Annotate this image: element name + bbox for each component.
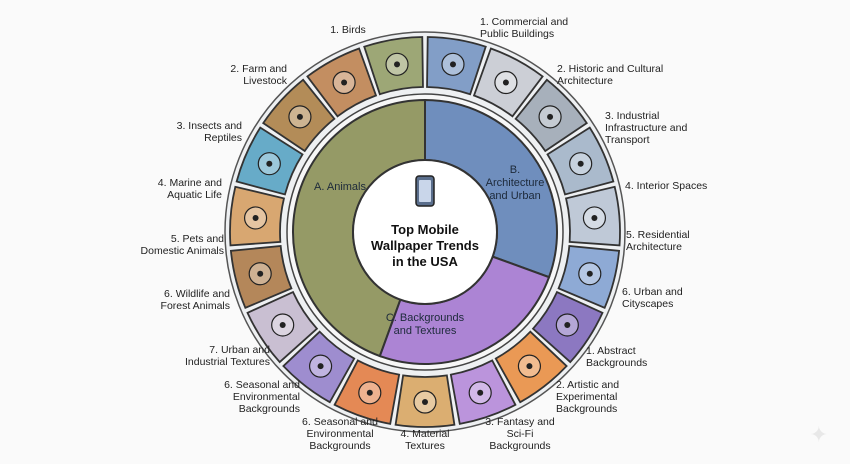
category-label-architecture: B. Architecture and Urban	[485, 164, 545, 202]
planet-icon	[468, 381, 492, 405]
dog-icon	[243, 206, 268, 230]
segment-label-farm: 2. Farm and Livestock	[230, 63, 287, 87]
segment-label-fantasy: 3. Fantasy and Sci-Fi Backgrounds	[485, 416, 555, 452]
swirl-icon	[555, 313, 579, 337]
segment-label-artistic: 2. Artistic and Experimental Backgrounds	[556, 379, 620, 415]
sunset-forest-icon	[358, 381, 382, 405]
butterfly-icon	[288, 105, 312, 129]
segment-label-insects: 3. Insects and Reptiles	[176, 120, 242, 144]
house-icon	[582, 206, 607, 230]
center-title: Top Mobile Wallpaper Trends in the USA	[371, 222, 479, 269]
segment-label-historic: 2. Historic and Cultural Architecture	[557, 63, 664, 87]
segment-label-birds: 1. Birds	[330, 24, 366, 36]
center-disc	[352, 159, 498, 305]
segment-label-pets: 5. Pets and Domestic Animals	[140, 233, 224, 257]
phone-icon	[415, 175, 435, 207]
segment-bird	[363, 36, 424, 96]
snowflake-icon	[308, 354, 333, 378]
segment-label-seasonal-2: 6. Seasonal and Environmental Background…	[224, 379, 300, 415]
segment-label-urban-cityscapes: 6. Urban and Cityscapes	[622, 286, 683, 310]
fabric-icon	[413, 390, 437, 414]
sofa-icon	[569, 152, 593, 176]
segment-label-residential: 5. Residential Architecture	[626, 229, 690, 253]
skyscraper-icon	[441, 52, 465, 76]
segment-label-marine: 4. Marine and Aquatic Life	[157, 177, 222, 201]
fish-icon	[257, 152, 281, 176]
category-label-animals: A. Animals	[314, 181, 366, 193]
castle-icon	[494, 70, 518, 95]
city-icon	[578, 262, 602, 286]
metal-plate-icon	[271, 313, 295, 337]
segment-label-industrial: 3. Industrial Infrastructure and Transpo…	[605, 110, 688, 146]
category-label-backgrounds: C. Backgrounds and Textures	[385, 312, 465, 337]
segment-label-urban-textures: 7. Urban and Industrial Textures	[184, 344, 270, 368]
cow-icon	[332, 70, 356, 95]
segment-label-commercial: 1. Commercial and Public Buildings	[480, 16, 569, 40]
segment-city	[557, 245, 621, 310]
paint-splash-icon	[517, 354, 542, 378]
segment-label-seasonal-1: 6. Seasonal and Environmental Background…	[302, 416, 378, 452]
bird-icon	[385, 52, 409, 76]
segment-label-interior: 4. Interior Spaces	[625, 180, 708, 192]
segment-skyscraper	[426, 36, 487, 96]
sparkle-icon: ✦	[809, 422, 828, 447]
segment-deer	[229, 245, 293, 310]
deer-icon	[248, 262, 272, 286]
segment-label-material: 4. Material Textures	[400, 428, 450, 452]
segment-label-abstract: 1. Abstract Backgrounds	[586, 345, 648, 369]
segment-label-wildlife: 6. Wildlife and Forest Animals	[160, 288, 230, 312]
factory-icon	[538, 105, 562, 129]
